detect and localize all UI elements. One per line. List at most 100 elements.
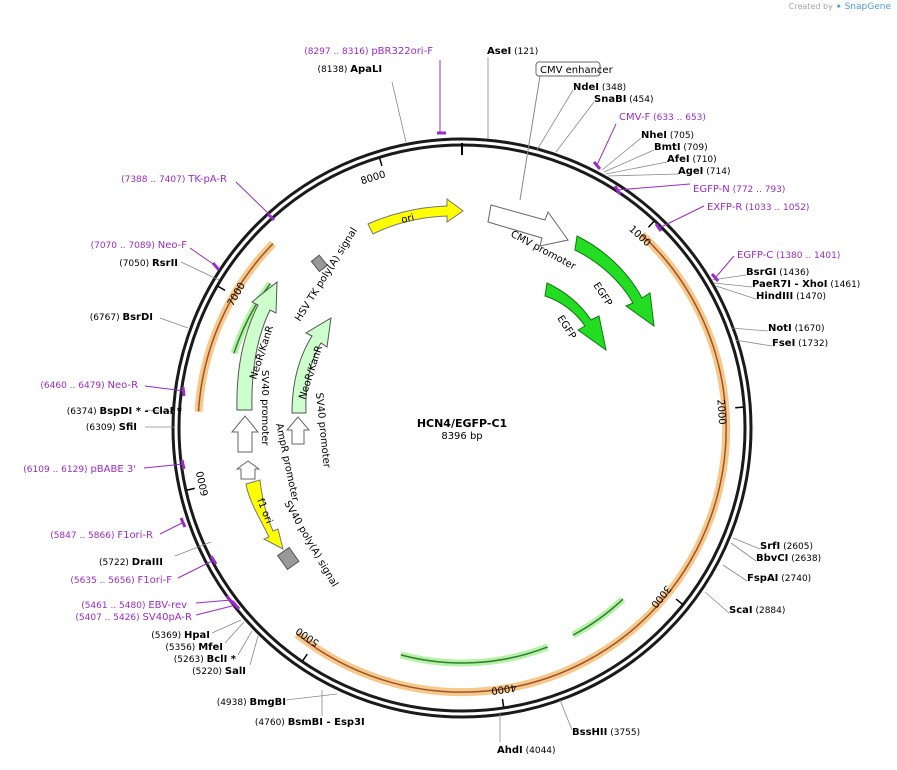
- sv40-promoter-arrow-inner[interactable]: [285, 416, 311, 445]
- sv40-promoter-arrow-outer[interactable]: [230, 415, 260, 453]
- tick-label-7000: 7000: [226, 281, 248, 309]
- enzyme-site-asei[interactable]: AseI (121): [487, 46, 538, 139]
- ori-arrow[interactable]: [367, 198, 464, 235]
- enzyme-leader-line: [722, 564, 748, 582]
- enzyme-site-bspdi[interactable]: (6374) BspDI * - ClaI *: [67, 406, 183, 417]
- egfp-arrow-outer[interactable]: [574, 235, 655, 328]
- primer-pbabe-3-[interactable]: (6109 .. 6129) pBABE 3': [23, 459, 186, 475]
- enzyme-position: (5263): [174, 655, 207, 665]
- enzyme-leader-line: [391, 81, 407, 143]
- primer-position: (5461 .. 5480): [81, 601, 148, 611]
- primer-exfp-r[interactable]: EXFP-R (1033 .. 1052): [654, 202, 809, 232]
- primer-binding-mark: [592, 161, 602, 170]
- enzyme-site-hpai[interactable]: (5369) HpaI: [151, 619, 242, 641]
- orf-arc-left[interactable]: [197, 243, 274, 412]
- egfp-arrow-inner[interactable]: [544, 282, 607, 352]
- enzyme-site-rsrii[interactable]: (7050) RsrII: [119, 258, 220, 281]
- orf-green-bottom-center[interactable]: [400, 646, 548, 664]
- enzyme-site-apali[interactable]: (8138) ApaLI: [318, 64, 407, 143]
- primer-f1ori-r[interactable]: (5847 .. 5866) F1ori-R: [50, 517, 187, 541]
- primer-label: CMV-F (633 .. 653): [619, 112, 706, 123]
- primer-leader-line: [144, 385, 185, 392]
- primer-binding-mark: [266, 212, 276, 222]
- primer-name: F1ori-F: [138, 575, 173, 586]
- enzyme-position: (4938): [217, 698, 250, 708]
- tick-mark-5000: [302, 653, 308, 662]
- orf-green-upper[interactable]: [233, 283, 271, 354]
- enzyme-leader-line: [732, 537, 761, 550]
- cmv-enhancer-box[interactable]: [535, 61, 601, 77]
- enzyme-label: AseI (121): [487, 46, 538, 57]
- enzyme-site-fspai[interactable]: FspAI (2740): [722, 564, 811, 584]
- cmv-promoter-arrow[interactable]: [487, 204, 569, 247]
- enzyme-site-paer7i[interactable]: PaeR7I - XhoI (1461): [713, 279, 860, 290]
- enzyme-site-ndei[interactable]: NdeI (348): [536, 82, 626, 151]
- enzyme-site-agei[interactable]: AgeI (714): [607, 166, 730, 177]
- primer-tk-pa-r[interactable]: (7388 .. 7407) TK-pA-R: [121, 174, 276, 222]
- primer-neo-f[interactable]: (7070 .. 7089) Neo-F: [91, 240, 221, 271]
- enzyme-leader-line: [715, 285, 757, 300]
- enzyme-position: (1436): [776, 268, 809, 278]
- primer-position: (6109 .. 6129): [23, 465, 90, 475]
- hsv-tk-polya-box[interactable]: [310, 254, 328, 273]
- primer-pbr322ori-f[interactable]: (8297 .. 8316) pBR322ori-F: [304, 46, 446, 135]
- enzyme-site-fsei[interactable]: FseI (1732): [734, 338, 828, 349]
- primer-neo-r[interactable]: (6460 .. 6479) Neo-R: [40, 380, 186, 397]
- enzyme-site-bbvci[interactable]: BbvCI (2638): [730, 542, 821, 564]
- enzyme-site-bcli[interactable]: (5263) BclI *: [174, 630, 253, 665]
- enzyme-name: BclI *: [207, 654, 237, 665]
- enzyme-site-snabi[interactable]: SnaBI (454): [555, 94, 653, 153]
- primer-egfp-n[interactable]: EGFP-N (772 .. 793): [613, 183, 785, 195]
- enzyme-site-sfii[interactable]: (6309) SfiI: [86, 422, 174, 433]
- enzyme-label: BssHII (3755): [572, 727, 640, 738]
- enzyme-site-sali[interactable]: (5220) SalI: [192, 635, 259, 677]
- primer-sv40pa-r[interactable]: (5407 .. 5426) SV40pA-R: [75, 600, 241, 623]
- enzyme-label: BbvCI (2638): [756, 553, 821, 564]
- primer-name: SV40pA-R: [143, 612, 192, 623]
- primer-egfp-c[interactable]: EGFP-C (1380 .. 1401): [710, 250, 840, 282]
- ampr-promoter-arrow[interactable]: [235, 460, 261, 480]
- enzyme-leader-line: [211, 619, 242, 634]
- primer-label: (5407 .. 5426) SV40pA-R: [75, 612, 192, 623]
- enzyme-position: (1470): [793, 292, 826, 302]
- enzyme-site-nhei[interactable]: NheI (705): [601, 130, 694, 171]
- enzyme-site-draiii[interactable]: (5722) DraIII: [99, 541, 212, 568]
- primer-cmv-f[interactable]: CMV-F (633 .. 653): [592, 112, 706, 170]
- enzyme-name: SrfI: [760, 541, 780, 552]
- enzyme-site-ahdi[interactable]: AhdI (4044): [497, 712, 556, 756]
- neor-kanr-arrow-inner[interactable]: [291, 317, 332, 414]
- enzyme-label: FspAI (2740): [747, 573, 811, 584]
- enzyme-name: FseI: [772, 338, 795, 349]
- orf-arc-main[interactable]: [296, 233, 727, 693]
- enzyme-site-noti[interactable]: NotI (1670): [730, 323, 825, 334]
- enzyme-site-srfi[interactable]: SrfI (2605): [732, 537, 813, 552]
- enzyme-site-bmti[interactable]: BmtI (709): [603, 142, 708, 173]
- f1-ori-arrow[interactable]: [245, 479, 284, 550]
- enzyme-site-hindiii[interactable]: HindIII (1470): [715, 285, 826, 302]
- neor-kanr-arrow-outer[interactable]: [236, 280, 278, 411]
- enzyme-site-bsshii[interactable]: BssHII (3755): [559, 699, 640, 738]
- enzyme-position: (2884): [753, 606, 786, 616]
- enzyme-label: (5220) SalI: [192, 666, 246, 677]
- enzyme-position: (5356): [165, 643, 198, 653]
- enzyme-site-bsmbi[interactable]: (4760) BsmBI - Esp3I: [255, 690, 365, 728]
- orf-green-bottom-right[interactable]: [572, 598, 624, 636]
- primer-f1ori-f[interactable]: (5635 .. 5656) F1ori-F: [70, 555, 218, 586]
- enzyme-site-bmgbi[interactable]: (4938) BmgBI: [217, 693, 338, 708]
- enzyme-site-mfei[interactable]: (5356) MfeI: [165, 621, 245, 653]
- enzyme-leader-line: [559, 699, 573, 731]
- enzyme-site-bsrdi[interactable]: (6767) BsrDI: [90, 312, 189, 329]
- sv40-polya-box[interactable]: [276, 546, 300, 571]
- primer-ebv-rev[interactable]: (5461 .. 5480) EBV-rev: [81, 595, 235, 611]
- enzyme-position: (454): [626, 95, 653, 105]
- primer-label: (8297 .. 8316) pBR322ori-F: [304, 46, 433, 57]
- enzyme-leader-line: [145, 409, 175, 413]
- tick-mark-2000: [735, 406, 744, 409]
- egfp-outer-label: EGFP: [590, 281, 613, 309]
- enzyme-name: BsmBI: [288, 717, 323, 728]
- primer-name: Neo-F: [158, 240, 188, 251]
- enzyme-isoschizomer: - ClaI *: [141, 406, 183, 417]
- enzyme-site-scai[interactable]: ScaI (2884): [704, 591, 786, 616]
- enzyme-leader-line: [605, 161, 668, 175]
- enzyme-site-afei[interactable]: AfeI (710): [605, 154, 717, 175]
